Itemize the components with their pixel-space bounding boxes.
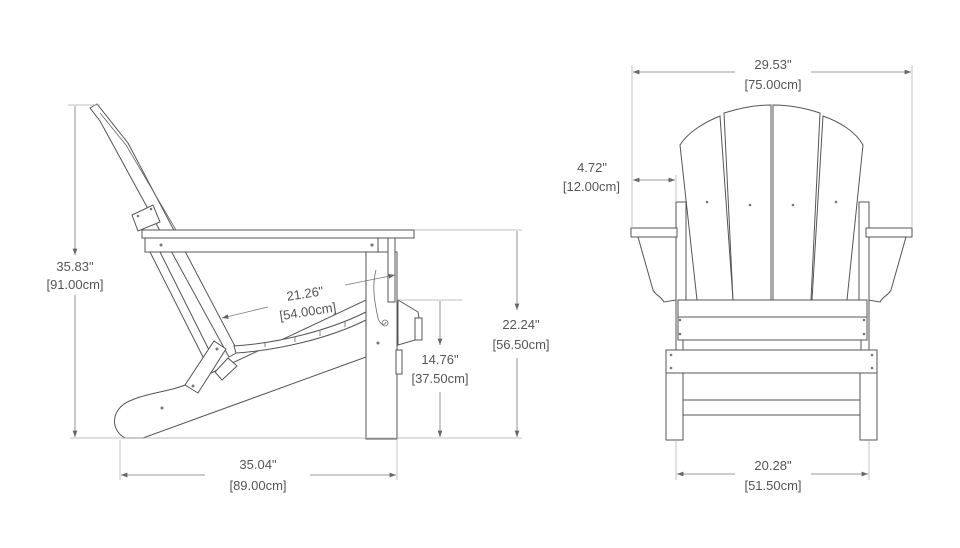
overall-width-cm: [75.00cm] <box>744 77 801 92</box>
right-arm <box>865 227 913 238</box>
seat-depth-in: 21.26" <box>285 283 324 304</box>
seat-height-in: 14.76" <box>421 352 459 367</box>
back-slat-1 <box>679 115 734 301</box>
back-brace <box>131 204 161 232</box>
seat-width-in: 20.28" <box>754 458 792 473</box>
front-view <box>630 104 913 441</box>
overall-depth-in: 35.04" <box>239 457 277 472</box>
back-slat-2 <box>723 104 772 301</box>
left-arm <box>630 227 678 238</box>
overall-height-cm: [91.00cm] <box>46 277 103 292</box>
side-view <box>89 103 423 440</box>
seat-height-cm: [37.50cm] <box>411 371 468 386</box>
seat-board-1 <box>677 299 868 318</box>
back-slat-4 <box>811 115 864 301</box>
back-slat-3 <box>772 104 821 301</box>
side-dimensions <box>68 104 522 480</box>
arm-under-left <box>637 236 677 303</box>
arm-support <box>144 237 379 253</box>
left-leg <box>665 372 684 441</box>
overall-height-in: 35.83" <box>56 259 94 274</box>
crossbar <box>682 399 861 416</box>
front-board <box>665 349 878 374</box>
front-brace <box>184 340 227 394</box>
seat-board-2 <box>677 316 868 341</box>
chain <box>373 269 387 325</box>
overall-depth-cm: [89.00cm] <box>229 478 286 493</box>
arm-height-cm: [56.50cm] <box>492 337 549 352</box>
seat-width-cm: [51.50cm] <box>744 478 801 493</box>
runner <box>114 299 367 439</box>
front-dimensions <box>631 65 913 480</box>
arm-under-right <box>867 236 907 303</box>
arm-width-in: 4.72" <box>577 160 607 175</box>
arm-width-cm: [12.00cm] <box>563 179 620 194</box>
arm-height-in: 22.24" <box>502 317 540 332</box>
arm-rest <box>141 229 415 239</box>
overall-width-in: 29.53" <box>754 57 792 72</box>
right-leg <box>859 372 878 441</box>
